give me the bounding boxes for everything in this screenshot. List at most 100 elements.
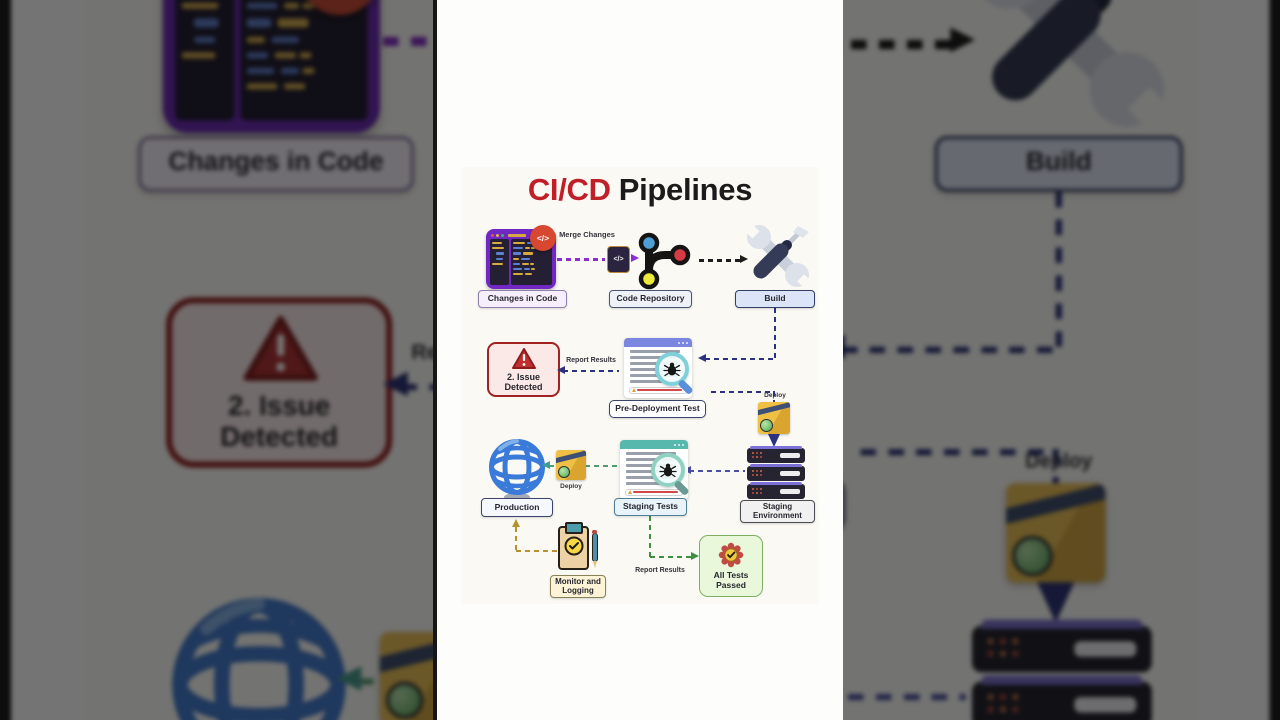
arrow-build-down [1055,191,1062,347]
issue-detected-box: 2. Issue Detected [487,342,560,397]
clipboard-clip [564,522,583,534]
arrowhead-to-issue [383,371,408,397]
arrowhead-to-predeploy [698,354,706,362]
changes-in-code-label: Changes in Code [478,290,567,308]
code-editor-icon: </> [162,0,380,133]
arrow-build-to-predeploy [841,346,1059,353]
report-results-annotation-top: Report Results [566,357,616,365]
issue-detected-box: 2. Issue Detected [166,297,393,468]
staging-environment-servers-icon [747,446,805,502]
production-globe-icon [172,597,346,720]
monitor-and-logging-label: Monitor and Logging [550,575,606,598]
issue-detected-text: 2. Issue Detected [504,371,543,392]
deploy-text-right: Deploy [764,392,786,399]
staging-tests-icon [620,440,688,500]
deploy-package-icon-right [758,402,790,434]
arrowhead-to-production-bottom [512,519,520,527]
report-results-text-bottom: Report Results [635,567,685,574]
bug-magnifier-icon-staging [651,453,690,497]
arrow-predeploy-to-deploy [860,449,1059,456]
changes-in-code-text: Changes in Code [168,146,384,178]
arrowhead-to-build [950,27,976,53]
code-repository-text: Code Repository [616,293,685,304]
test-progress-bar [629,386,687,394]
bug-icon [659,463,677,478]
arrow-to-alltests [650,556,692,558]
staging-tests-label: Staging Tests [614,498,687,516]
arrow-deploy-down-short [1052,449,1059,487]
changes-in-code-text: Changes in Code [487,293,558,304]
page-title: CI/CD Pipelines [437,172,843,207]
production-label: Production [481,498,553,517]
build-label: Build [735,290,815,308]
arrowhead-to-repository [631,254,639,262]
title-highlight: CI/CD [527,172,611,207]
bug-icon [663,362,681,377]
merge-changes-annotation: Merge Changes [559,230,615,239]
code-editor-icon: </> [486,225,556,289]
deploy-annotation-right: Deploy [1006,452,1111,474]
staging-tests-text: Staging Tests [622,501,679,512]
arrow-repo-to-build [823,39,957,48]
commit-icon: </> [607,246,630,273]
arrow-build-to-predeploy [705,358,775,360]
test-progress-bar [625,488,683,496]
pen-icon [592,530,598,568]
deploy-text-mid: Deploy [560,483,582,490]
report-results-annotation-bottom: Report Results [633,567,687,575]
git-branch-icon [638,232,691,290]
code-lines [240,0,368,121]
deploy-package-icon-right [1006,483,1106,583]
arrow-build-down [774,308,776,358]
deploy-package-icon-mid [556,450,586,480]
arrow-monitor-to-production [516,550,559,552]
arrow-editor-to-commit [557,258,605,261]
all-tests-passed-text: All Tests Passed [713,569,749,590]
build-text: Build [764,293,786,304]
arrow-predeploy-to-issue [563,370,619,372]
report-results-text: Report Results [566,357,616,364]
arrow-predeploy-to-deploy [711,391,775,393]
warning-icon [511,347,536,369]
arrowhead-to-staging-servers [768,434,780,447]
issue-detected-text: 2. Issue Detected [220,389,339,453]
production-text: Production [494,501,540,512]
staging-environment-text: Staging Environment [753,501,802,520]
file-tree [490,239,509,285]
deploy-annotation-mid: Deploy [554,483,588,490]
code-editor-window [162,0,380,133]
arrow-repo-to-build [699,259,742,262]
arrowhead-to-build [740,255,748,263]
arrow-deploy-down-short [773,391,775,403]
arrowhead-to-staging-servers [1037,582,1075,623]
build-tools-icon [985,0,1177,133]
arrowhead-to-production [542,461,550,469]
build-label: Build [934,136,1183,192]
staging-environment-servers-icon [972,619,1152,720]
arrow-servers-to-stagingtests [792,694,966,701]
code-badge-icon: </> [530,225,556,251]
pre-deployment-test-label: Pre-Deployment Test [609,400,706,418]
monitor-clipboard-icon [558,522,600,575]
arrow-monitor-up [515,527,517,551]
cicd-pipeline-diagram: CI/CD Pipelines [437,0,843,720]
code-repository-label: Code Repository [609,290,692,308]
bug-magnifier-icon [655,352,694,396]
deploy-annotation-right: Deploy [758,392,792,399]
check-circle-icon [564,536,583,556]
pre-deployment-test-text: Pre-Deployment Test [615,403,700,414]
arrowhead-to-production [336,666,362,691]
warning-icon [241,314,317,380]
merge-changes-text: Merge Changes [559,230,615,239]
title-rest: Pipelines [618,172,753,207]
monitor-and-logging-text: Monitor and Logging [555,576,601,595]
arrowhead-to-alltests [691,552,699,560]
arrow-stagingtests-down [649,516,651,558]
changes-in-code-label: Changes in Code [138,136,414,192]
file-tree [175,0,235,121]
build-text: Build [1025,146,1092,178]
rosette-badge-icon [718,542,744,567]
production-globe-icon [489,439,545,501]
arrowhead-to-issue [557,366,565,374]
